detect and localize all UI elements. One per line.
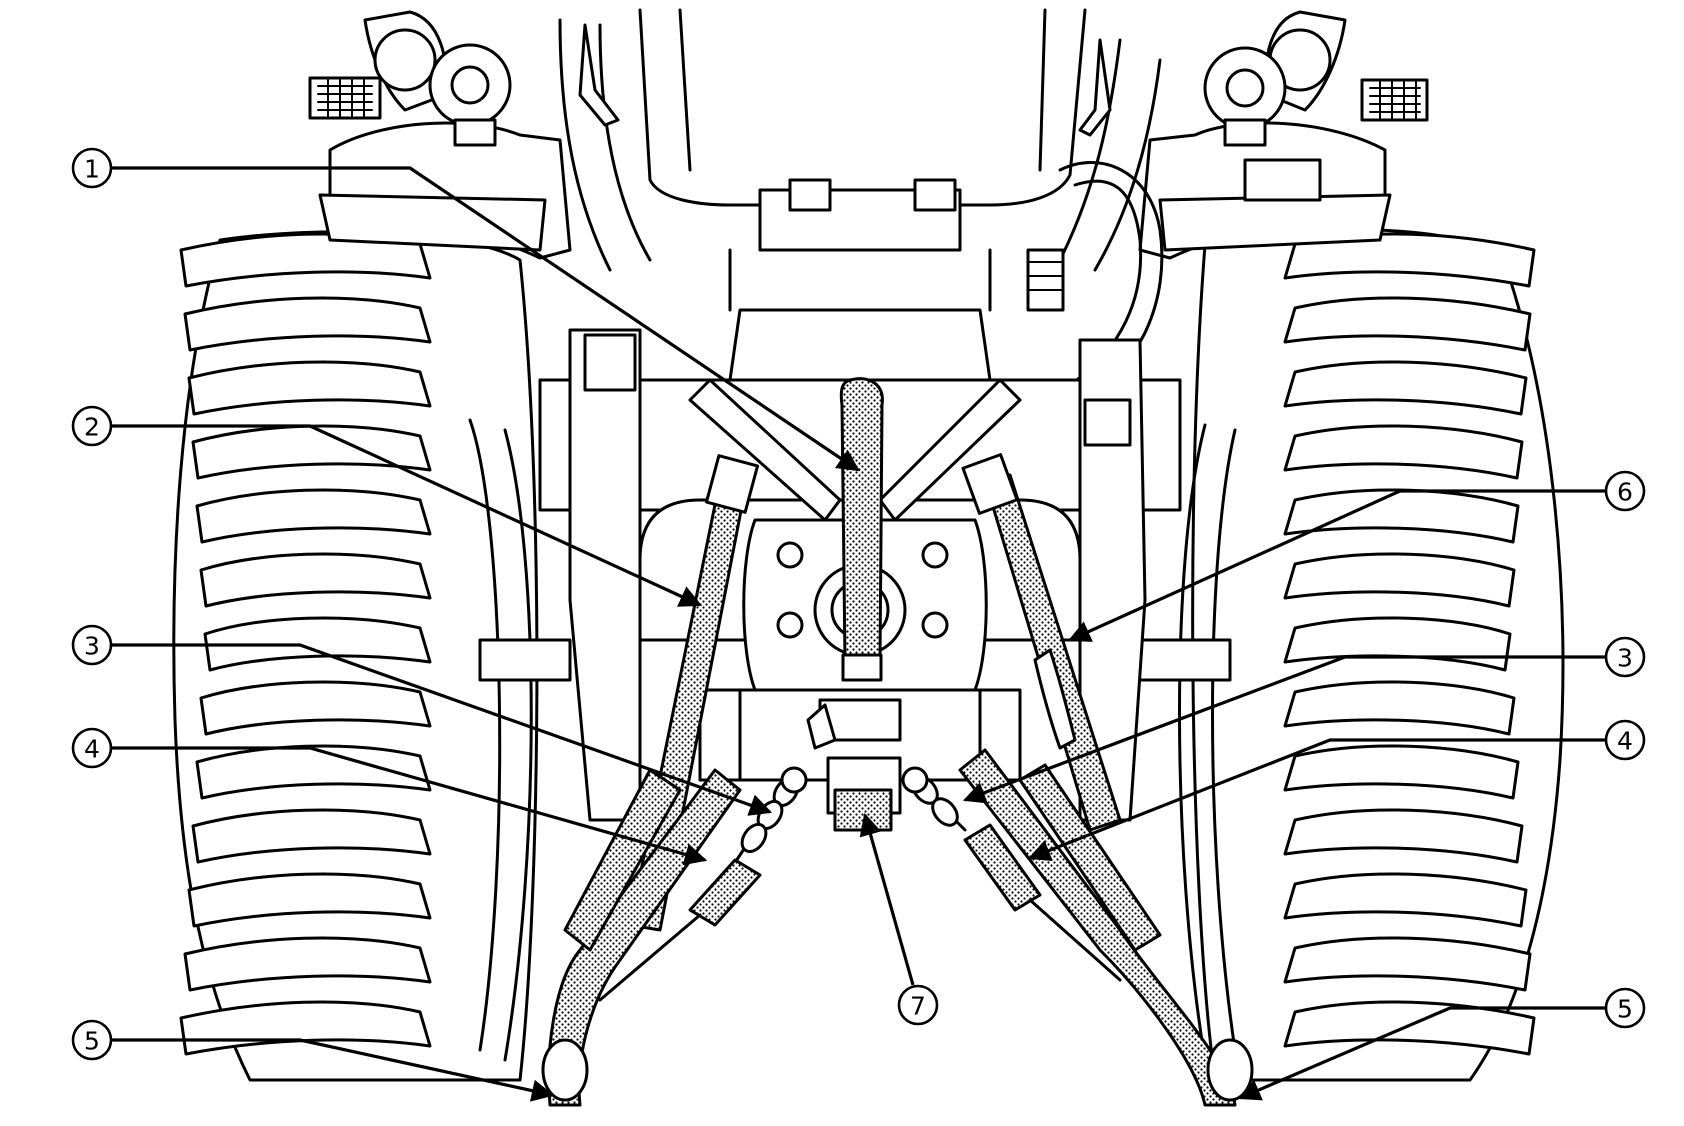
top-link [839,377,884,682]
callout-number: 3 [84,632,100,661]
left-grille-light [308,76,382,120]
lower-link-right [958,748,1254,1107]
turnbuckle-right [963,823,1122,982]
drawbar-hitch [780,698,929,832]
right-tire-lug [1283,744,1520,800]
right-tire-lug [1283,424,1524,480]
left-tire-lug [187,872,432,928]
right-tire-lug [1283,1000,1536,1056]
lower-link-left [541,768,742,1107]
callout-number: 4 [84,735,100,764]
callout-circle [71,727,113,769]
callout-circle [71,405,113,447]
callout-number: 2 [84,413,100,442]
callout-number: 1 [84,155,100,184]
right-tire-lug [1283,936,1532,992]
callout-leader-line [112,166,860,472]
callout-number: 5 [84,1027,100,1056]
left-tire-lug [199,680,432,736]
left-tire-lug [195,488,432,544]
turnbuckle-left [598,858,762,1002]
callout-circle [1604,470,1646,512]
callout-leader-line [1237,1006,1605,1101]
left-tire-lug [191,424,432,480]
callout-circle [1604,719,1646,761]
left-tire-lug [183,296,432,352]
callout-leader-line [859,812,915,986]
callout-leader-line [112,643,773,816]
left-tire-lug [179,232,432,288]
right-work-lamp [1203,10,1347,147]
callout-circle [71,1019,113,1061]
check-chain-right [911,775,967,832]
left-fender [318,121,572,260]
callout-circle [1604,987,1646,1029]
callout-leader-line [1027,738,1605,862]
callout-layer: 1 2 3 4 5 6 3 4 5 7 [71,147,1646,1102]
callout-circle [71,624,113,666]
top-link-bracket [728,178,992,382]
callout-number: 4 [1617,727,1633,756]
callout-leader-line [1067,489,1605,642]
left-tire-lug [183,936,432,992]
callout-4l: 4 [71,727,708,866]
callout-4r: 4 [1027,719,1646,862]
callout-7: 7 [859,812,939,1026]
right-tire-lug [1283,872,1528,928]
callout-circle [1604,636,1646,678]
right-tire-lug [1283,360,1528,416]
left-tire-lug [203,616,432,672]
callout-3r: 3 [962,636,1646,804]
callout-number: 5 [1617,995,1633,1024]
callout-circle [897,984,939,1026]
callout-number: 6 [1617,478,1633,507]
right-tire-lug [1283,552,1516,608]
callout-1: 1 [71,147,860,472]
left-tire-lug [199,552,432,608]
callout-6: 6 [1067,470,1646,642]
callout-leader-line [962,655,1605,804]
callout-leader-line [112,1038,555,1102]
right-fender [1138,121,1392,260]
right-tire-lug [1283,488,1520,544]
callout-number: 3 [1617,644,1633,673]
callout-leader-line [112,746,708,866]
right-tire-lug [1283,232,1536,288]
right-grille-light [1360,78,1429,122]
left-tire-lug [187,360,432,416]
callout-3l: 3 [71,624,773,816]
left-work-lamp [363,10,512,147]
callout-number: 7 [910,992,926,1021]
right-rear-tire [1178,228,1565,1082]
lift-rod-right [961,453,1122,832]
callout-leader-line [112,424,703,607]
left-tire-lug [191,808,432,864]
callout-2: 2 [71,405,703,607]
callout-5l: 5 [71,1019,555,1102]
right-tire-lug [1283,296,1532,352]
callout-5r: 5 [1237,987,1646,1101]
callout-circle [71,147,113,189]
right-tire-lug [1283,680,1516,736]
right-tire-lug [1283,808,1524,864]
